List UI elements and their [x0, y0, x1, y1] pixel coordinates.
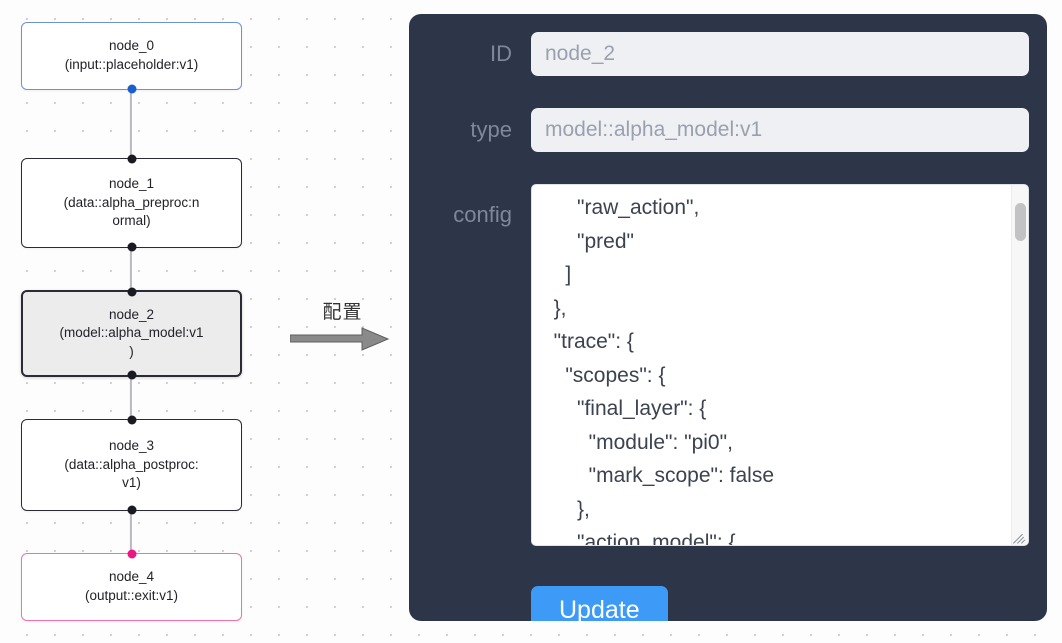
node-title: node_0 [108, 38, 155, 54]
field-row-id: ID node_2 [409, 32, 1047, 76]
node-config-panel: ID node_2 type model::alpha_model:v1 con… [409, 14, 1047, 621]
node-title: node_4 [108, 569, 155, 585]
annotation-configure: 配置 [290, 297, 395, 352]
node-subtitle-line1: (data::alpha_preproc:n [63, 194, 200, 210]
type-input[interactable]: model::alpha_model:v1 [531, 108, 1029, 152]
id-field-label: ID [490, 41, 512, 66]
config-textarea-wrapper[interactable]: "raw_action", "pred" ] }, "trace": { "sc… [531, 184, 1029, 546]
node-subtitle-line2: v1) [122, 475, 141, 491]
field-row-config: config "raw_action", "pred" ] }, "trace"… [409, 184, 1047, 546]
graph-node-node_1[interactable]: node_1 (data::alpha_preproc:n ormal) [21, 154, 242, 252]
edge-node1-node2 [129, 248, 133, 290]
node-subtitle-line1: (model::alpha_model:v1 [59, 325, 204, 341]
node-handle-source-node_2[interactable] [127, 370, 136, 380]
config-scrollbar[interactable] [1011, 185, 1028, 545]
edge-node0-node1 [129, 90, 133, 158]
type-field-label: type [470, 117, 512, 142]
node-subtitle-line2: ) [129, 343, 134, 359]
config-scrollbar-thumb[interactable] [1015, 203, 1026, 241]
edge-node3-node4 [129, 511, 133, 553]
node-handle-target-node_2[interactable] [127, 287, 136, 297]
config-field-label: config [453, 202, 512, 227]
resize-grip-icon[interactable] [1012, 529, 1027, 544]
node-subtitle: (input::placeholder:v1) [64, 57, 199, 72]
node-title: node_3 [108, 438, 155, 454]
update-button[interactable]: Update [531, 586, 668, 621]
node-handle-source-node_1[interactable] [127, 242, 136, 252]
id-input[interactable]: node_2 [531, 32, 1029, 76]
node-subtitle: (output::exit:v1) [84, 588, 179, 603]
node-subtitle-line1: (data::alpha_postproc: [64, 456, 199, 472]
node-handle-source-node_3[interactable] [127, 505, 136, 515]
graph-node-node_0[interactable]: node_0 (input::placeholder:v1) [21, 22, 242, 94]
graph-node-node_4[interactable]: node_4 (output::exit:v1) [21, 549, 242, 621]
node-handle-target-node_3[interactable] [127, 415, 136, 425]
node-title: node_1 [108, 176, 155, 192]
node-title: node_2 [108, 306, 155, 322]
node-handle-source-node_0[interactable] [127, 84, 136, 94]
node-handle-target-node_4[interactable] [127, 549, 136, 559]
annotation-label: 配置 [322, 301, 363, 323]
graph-node-node_2[interactable]: node_2 (model::alpha_model:v1 ) [21, 287, 242, 380]
arrow-right-icon [290, 327, 390, 351]
node-handle-target-node_1[interactable] [127, 154, 136, 164]
field-row-type: type model::alpha_model:v1 [409, 108, 1047, 152]
node-subtitle-line2: ormal) [112, 213, 151, 229]
graph-node-node_3[interactable]: node_3 (data::alpha_postproc: v1) [21, 415, 242, 515]
config-textarea[interactable]: "raw_action", "pred" ] }, "trace": { "sc… [553, 196, 774, 545]
edge-node2-node3 [129, 377, 133, 419]
